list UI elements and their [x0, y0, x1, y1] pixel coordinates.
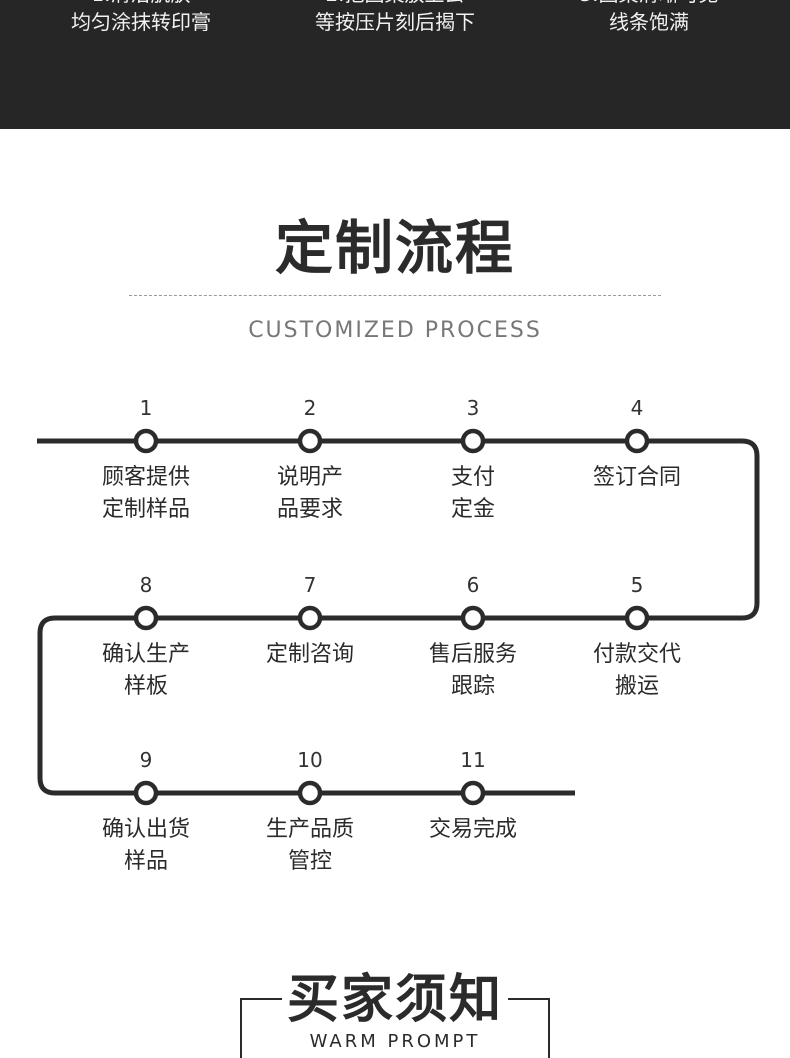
step-label-1: 顾客提供 定制样品: [101, 465, 190, 522]
process-node-10: [297, 780, 323, 806]
step-label-4: 签订合同: [592, 465, 681, 490]
instruction-step-2-line1: 2.把图案放上去: [275, 0, 515, 8]
title-dashed-divider: [129, 295, 661, 296]
instruction-step-1-line2: 均匀涂抹转印膏: [71, 10, 211, 34]
step-label-2: 说明产 品要求: [276, 465, 343, 522]
step-number-11: 11: [460, 748, 486, 772]
process-path-line: [37, 438, 760, 796]
process-node-1: [133, 428, 159, 454]
step-number-4: 4: [630, 396, 644, 420]
step-number-1: 1: [139, 396, 153, 420]
step-label-7: 定制咨询: [265, 642, 354, 667]
instruction-step-3-line2: 线条饱满: [609, 10, 689, 34]
step-label-10: 生产品质 管控: [265, 817, 354, 874]
process-node-11: [460, 780, 486, 806]
step-number-5: 5: [630, 573, 644, 597]
process-node-8: [133, 605, 159, 631]
process-node-5: [624, 605, 650, 631]
process-node-3: [460, 428, 486, 454]
process-node-4: [624, 428, 650, 454]
notice-title: 买家须知: [286, 970, 503, 1030]
process-node-9: [133, 780, 159, 806]
instruction-step-2-line2: 等按压片刻后揭下: [315, 10, 475, 34]
step-label-8: 确认生产 样板: [101, 642, 190, 699]
instruction-step-3-line1: 3.图案清晰可见: [529, 0, 769, 8]
step-number-2: 2: [303, 396, 317, 420]
step-number-6: 6: [466, 573, 480, 597]
step-label-3: 支付 定金: [450, 465, 495, 522]
process-node-2: [297, 428, 323, 454]
process-node-6: [460, 605, 486, 631]
step-number-8: 8: [139, 573, 153, 597]
step-label-6: 售后服务 跟踪: [428, 642, 517, 699]
section-title: 定制流程: [274, 214, 515, 282]
step-label-11: 交易完成: [428, 817, 517, 842]
notice-subtitle: WARM PROMPT: [309, 1031, 481, 1052]
instruction-step-1-line1: 1.清洁肌肤: [21, 0, 261, 8]
step-number-7: 7: [303, 573, 317, 597]
section-subtitle: CUSTOMIZED PROCESS: [248, 318, 542, 343]
notice-frame-gap: [282, 990, 508, 1010]
top-instructions-band: 1.清洁肌肤 均匀涂抹转印膏 2.把图案放上去 等按压片刻后揭下 3.图案清晰可…: [0, 0, 790, 129]
process-nodes: [133, 428, 650, 806]
step-label-5: 付款交代 搬运: [592, 642, 681, 699]
step-number-3: 3: [466, 396, 480, 420]
process-node-7: [297, 605, 323, 631]
step-label-9: 确认出货 样品: [101, 817, 190, 874]
step-number-10: 10: [297, 748, 323, 772]
step-number-9: 9: [139, 748, 153, 772]
